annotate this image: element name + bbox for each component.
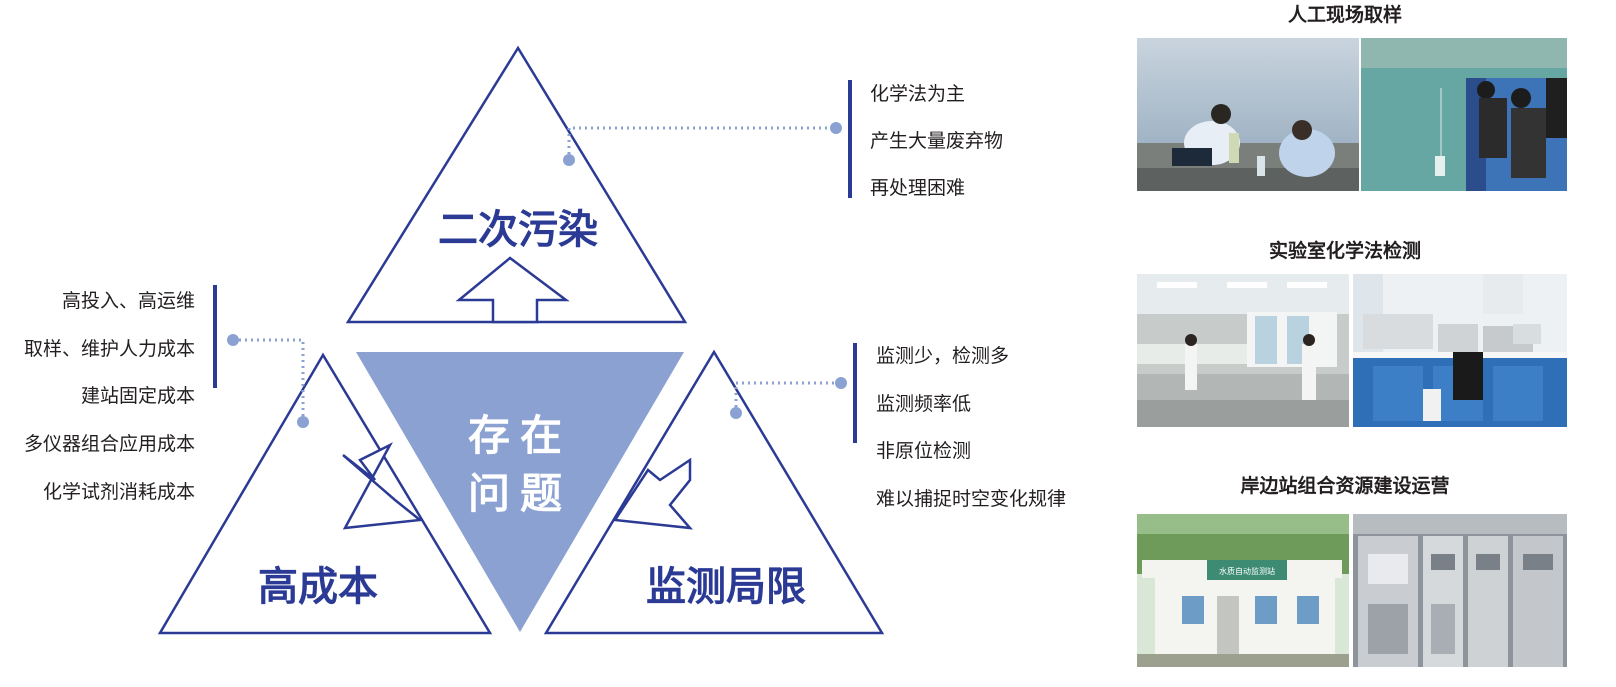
- sampling-photo-2: [1361, 38, 1567, 191]
- center-label-line1: 存在: [468, 411, 572, 460]
- down-right-arrow-icon: [342, 442, 424, 530]
- lab-photo-1: [1137, 274, 1349, 427]
- down-left-arrow-icon: [612, 457, 694, 530]
- station-photo-2: [1353, 514, 1567, 667]
- photo-title-sampling: 人工现场取样: [1287, 4, 1402, 26]
- center-label-line2: 问题: [468, 469, 572, 518]
- left-leader-dot-start: [227, 334, 239, 346]
- lab-photo-2: [1353, 274, 1567, 427]
- station-sign-text: 水质自动监测站: [1219, 566, 1275, 576]
- left-triangle-label: 高成本: [258, 564, 378, 610]
- right-triangle-label: 监测局限: [646, 564, 806, 610]
- top-note-2: 产生大量废弃物: [870, 130, 1004, 152]
- right-triangle: [543, 349, 885, 635]
- top-leader-dot-start: [563, 154, 575, 166]
- right-note-1: 监测少，检测多: [876, 345, 1010, 367]
- left-leader-dot-end: [297, 416, 309, 428]
- sampling-photo-1: [1137, 38, 1359, 191]
- right-leader-dot-start: [730, 407, 742, 419]
- top-note-3: 再处理困难: [870, 177, 966, 199]
- photo-title-station: 岸边站组合资源建设运营: [1240, 475, 1450, 497]
- right-note-4: 难以捕捉时空变化规律: [876, 488, 1067, 510]
- top-triangle-label: 二次污染: [438, 207, 598, 253]
- photo-title-lab: 实验室化学法检测: [1268, 240, 1421, 262]
- top-note-1: 化学法为主: [870, 83, 966, 105]
- left-notes-bar: [213, 285, 217, 388]
- left-note-1: 高投入、高运维: [61, 290, 195, 312]
- right-leader-dot-end: [835, 377, 847, 389]
- left-note-3: 建站固定成本: [80, 385, 195, 407]
- right-note-3: 非原位检测: [876, 440, 972, 462]
- top-leader-dot-end: [830, 122, 842, 134]
- left-triangle: [157, 352, 493, 635]
- station-photo-1: 水质自动监测站: [1137, 514, 1349, 667]
- top-leader-line: [567, 126, 836, 160]
- left-note-2: 取样、维护人力成本: [23, 338, 195, 360]
- right-notes-bar: [853, 343, 857, 443]
- left-note-4: 多仪器组合应用成本: [23, 433, 195, 455]
- right-leader-line: [734, 381, 841, 413]
- right-note-2: 监测频率低: [876, 393, 972, 415]
- top-notes-bar: [848, 80, 852, 198]
- left-note-5: 化学试剂消耗成本: [42, 481, 195, 503]
- center-triangle: [356, 352, 684, 632]
- up-arrow-icon: [455, 256, 570, 324]
